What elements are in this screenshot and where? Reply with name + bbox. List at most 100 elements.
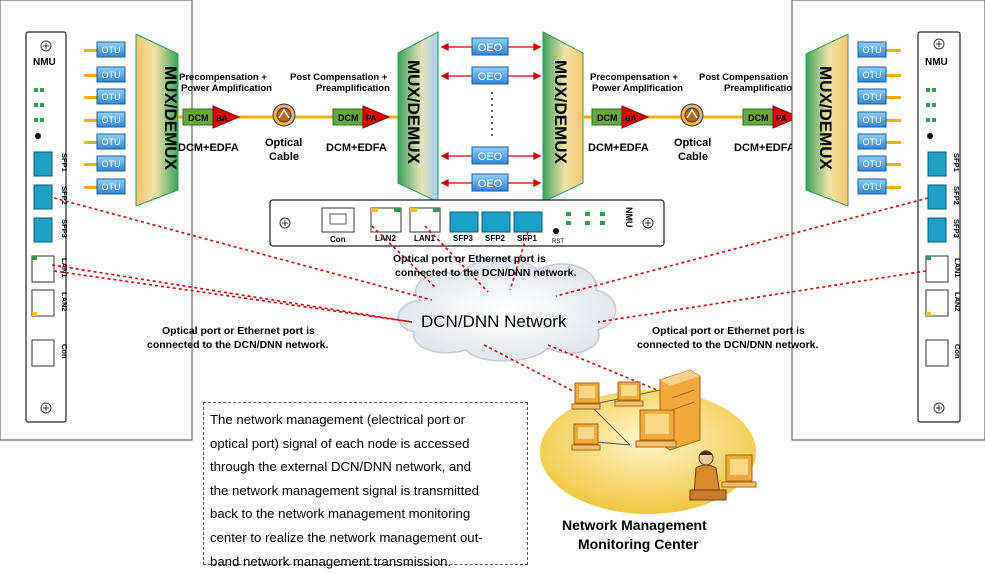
center-sfp2-label: SFP2 (485, 234, 506, 243)
otu-box-icon: OTU (96, 66, 126, 83)
note-center-line1: Optical port or Ethernet port is (393, 253, 546, 265)
right-post-line1: Post Compensation + (699, 72, 797, 83)
left-post-line1: Post Compensation + (290, 72, 388, 83)
left-otu-stack: OTU OTU OTU OTU OTU OTU OTU (84, 41, 126, 195)
left-mux-demux: MUX/DEMUX (135, 33, 180, 207)
description-line: through the external DCN/DNN network, an… (210, 459, 471, 475)
right-pre-line1: Precompensation + (590, 72, 678, 83)
center-con-label: Con (330, 235, 346, 244)
right-mux-label: MUX/DEMUX (816, 66, 835, 171)
computer-icon (635, 409, 677, 448)
monitoring-center-illustration (540, 369, 757, 514)
oeo-module-icon-label: OEO (478, 178, 503, 190)
right-otu-stack: OTU OTU OTU OTU OTU OTU OTU (857, 41, 901, 195)
computer-icon (571, 423, 601, 451)
right-sfp2-label: SFP2 (952, 186, 961, 205)
otu-box-icon-label: OTU (863, 92, 882, 102)
oeo-stack: OEO OEO OEO OEO (440, 37, 542, 192)
right-pa-label: PA (776, 114, 787, 123)
center-sfp1-label: SFP1 (517, 234, 538, 243)
note-right-line1: Optical port or Ethernet port is (652, 325, 805, 337)
note-right-line2: connected to the DCN/DNN network. (637, 339, 819, 351)
left-sfp-ports: SFP1 SFP2 SFP3 (33, 151, 69, 243)
otu-box-icon: OTU (857, 88, 887, 105)
left-sfp3-label: SFP3 (60, 219, 69, 238)
otu-box-icon-label: OTU (102, 45, 121, 55)
right-rst-button[interactable] (927, 133, 933, 139)
otu-box-icon-label: OTU (102, 115, 121, 125)
description-line: the network management signal is transmi… (210, 482, 480, 498)
left-pa-amp (362, 105, 391, 129)
right-ba-label: BA (625, 114, 637, 123)
otu-box-icon-label: OTU (863, 137, 882, 147)
right-nmu-title: NMU (925, 57, 948, 68)
right-dcm-2-label: DCM (748, 113, 769, 123)
right-sfp1-label: SFP1 (952, 153, 961, 172)
center-nmu-card: Con LAN2 LAN1 SFP3 SFP2 SFP1 RST NMU (269, 199, 665, 247)
center-rst-label: RST (552, 239, 564, 245)
left-dcm-edfa-1: DCM+EDFA (178, 142, 239, 154)
right-con-label: Con (953, 344, 962, 359)
left-pa-label: PA (366, 114, 377, 123)
otu-box-icon: OTU (96, 88, 126, 105)
description-line: center to realize the network management… (210, 529, 483, 545)
otu-box-icon-label: OTU (863, 70, 882, 80)
left-lan-ports: LAN1 LAN2 Con (31, 255, 69, 367)
oeo-module-icon: OEO (471, 146, 509, 165)
left-pre-line2: Power Amplification (181, 83, 272, 94)
otu-box-icon-label: OTU (863, 159, 882, 169)
center-mux-demux-right: MUX/DEMUX (542, 31, 584, 203)
right-pa-amp (772, 105, 801, 129)
right-mux-demux: MUX/DEMUX (805, 33, 849, 207)
left-cable-line2: Cable (269, 151, 299, 163)
dcn-dnn-cloud: DCN/DNN Network (397, 258, 617, 362)
left-nmu-leds (34, 88, 44, 139)
description-line: back to the network management monitorin… (210, 506, 471, 522)
otu-box-icon-label: OTU (863, 182, 882, 192)
otu-box-icon-label: OTU (102, 137, 121, 147)
center-mux-left-label: MUX/DEMUX (404, 60, 423, 165)
description-line: optical port) signal of each node is acc… (210, 435, 470, 451)
right-dcm-edfa-2: DCM+EDFA (734, 142, 795, 154)
otu-box-icon: OTU (857, 178, 887, 195)
right-cable-line2: Cable (678, 151, 708, 163)
left-dcm-edfa-2: DCM+EDFA (326, 142, 387, 154)
center-nmu-label: NMU (624, 207, 634, 228)
left-lan2-label: LAN2 (60, 292, 69, 312)
center-title-line1: Network Management (562, 517, 707, 533)
left-rst-button[interactable] (35, 133, 41, 139)
otu-box-icon: OTU (857, 66, 887, 83)
operator-icon (689, 450, 757, 501)
left-dcm-2-label: DCM (338, 113, 359, 123)
otu-box-icon-label: OTU (102, 92, 121, 102)
otu-box-icon: OTU (857, 133, 887, 150)
left-pre-line1: Precompensation + (179, 72, 267, 83)
center-rst-button[interactable] (553, 228, 559, 234)
otu-box-icon: OTU (96, 155, 126, 172)
oeo-module-icon: OEO (471, 37, 509, 56)
otu-box-icon-label: OTU (102, 182, 121, 192)
center-mux-demux-left: MUX/DEMUX (397, 31, 439, 203)
otu-box-icon-label: OTU (102, 159, 121, 169)
computer-icon (614, 381, 644, 407)
description-box: The network management (electrical port … (203, 402, 528, 569)
left-nmu-title: NMU (33, 57, 56, 68)
right-dcm-1-label: DCM (597, 113, 618, 123)
otu-box-icon: OTU (857, 111, 887, 128)
oeo-module-icon: OEO (471, 173, 509, 192)
oeo-module-icon-label: OEO (478, 151, 503, 163)
left-sfp1-label: SFP1 (60, 153, 69, 172)
left-ba-amp (212, 105, 241, 129)
otu-box-icon: OTU (96, 111, 126, 128)
otu-box-icon: OTU (857, 41, 887, 58)
otu-box-icon-label: OTU (863, 45, 882, 55)
right-lan1-label: LAN1 (953, 258, 962, 278)
oeo-module-icon-label: OEO (478, 71, 503, 83)
note-center-line2: connected to the DCN/DNN network. (395, 267, 577, 279)
cloud-label: DCN/DNN Network (421, 312, 567, 331)
center-mux-right-label: MUX/DEMUX (551, 60, 570, 165)
right-pre-line2: Power Amplification (592, 83, 683, 94)
center-sfp3-label: SFP3 (453, 234, 474, 243)
left-link-components: DCM BA DCM PA (182, 103, 391, 129)
